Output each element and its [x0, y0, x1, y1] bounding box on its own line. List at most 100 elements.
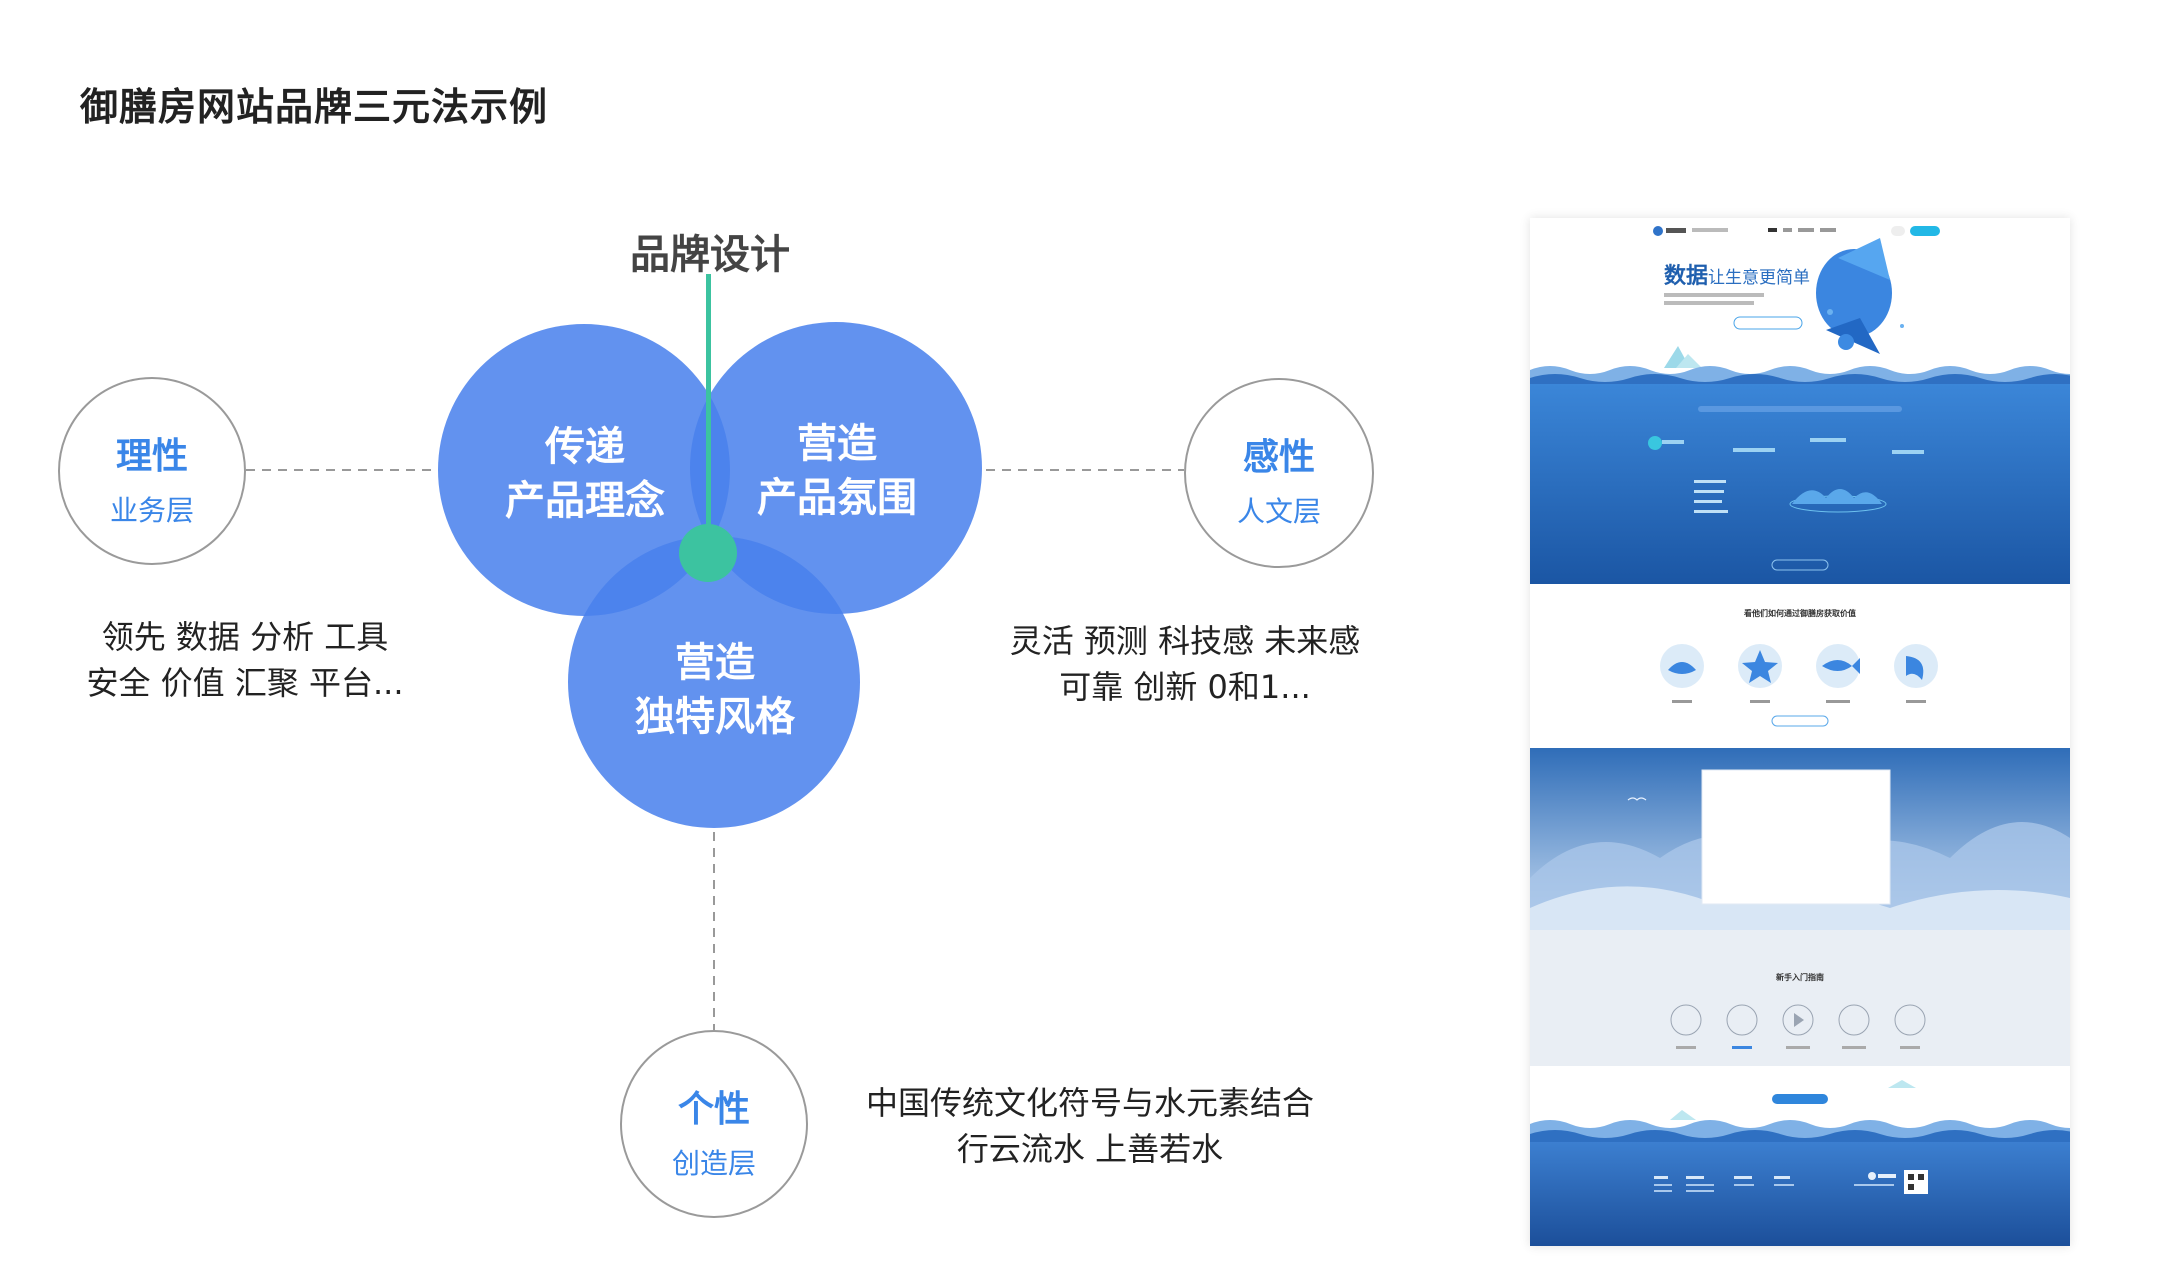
rational-desc-line1: 领先 数据 分析 工具 — [101, 618, 389, 656]
mock-hero-button — [1733, 316, 1803, 330]
mock-footer-col — [1654, 1184, 1672, 1186]
circle-style-line1: 营造 — [675, 640, 755, 686]
mock-feature-label — [1698, 406, 1902, 412]
mock-hero-desc — [1664, 293, 1764, 297]
mock-footer-col — [1774, 1184, 1794, 1186]
circle-text-atmosphere: 营造 产品氛围 — [722, 417, 952, 525]
brand-design-label: 品牌设计 — [630, 232, 790, 278]
mock-case-label — [1750, 700, 1770, 703]
mock-guide-play-icon — [1794, 1013, 1804, 1027]
rational-title: 理性 — [115, 436, 188, 477]
circle-style-line2: 独特风格 — [635, 694, 795, 740]
mock-footer — [1530, 1142, 2070, 1246]
individual-desc: 中国传统文化符号与水元素结合 行云流水 上善若水 — [840, 1080, 1340, 1172]
mock-case-starfish-shape — [1742, 650, 1778, 683]
mock-feature-button — [1771, 559, 1829, 571]
mock-guide-icon — [1838, 1004, 1870, 1036]
mock-footer-logo-text — [1878, 1174, 1896, 1178]
mock-case-label — [1826, 700, 1850, 703]
website-mockup: 数据让生意更简单 看他们如何通过御膳房获取价值 新手入门指南 — [1530, 218, 2070, 1246]
emotional-subtitle: 人文层 — [1236, 495, 1321, 528]
rational-desc: 领先 数据 分析 工具 安全 价值 汇聚 平台... — [40, 614, 450, 706]
emotional-desc-line2: 可靠 创新 0和1... — [1059, 668, 1311, 706]
mock-footer-qrcode — [1904, 1170, 1928, 1194]
mock-dolphin-fin — [1838, 238, 1890, 280]
mock-guide-icon — [1726, 1004, 1758, 1036]
individual-ring: 个性 创造层 — [620, 1030, 808, 1218]
individual-title: 个性 — [677, 1089, 750, 1130]
mock-video-frame — [1702, 770, 1890, 904]
rational-ring: 理性 业务层 — [58, 377, 246, 565]
mock-case-button — [1771, 715, 1829, 727]
mock-feature-peaks — [1792, 489, 1882, 504]
circle-concept-line2: 产品理念 — [505, 478, 665, 524]
mock-case-dolphin-shape — [1906, 656, 1924, 680]
mock-bird-icon — [1627, 797, 1647, 801]
emotional-desc: 灵活 预测 科技感 未来感 可靠 创新 0和1... — [990, 618, 1380, 710]
mock-footer-cta — [1772, 1094, 1828, 1104]
mockup-graphic — [1530, 226, 2070, 1246]
mock-feature-node-label — [1892, 450, 1924, 454]
mock-hero-title-highlight: 数据 — [1664, 263, 1709, 288]
mock-login-button — [1891, 226, 1905, 236]
individual-desc-line1: 中国传统文化符号与水元素结合 — [865, 1084, 1314, 1122]
mock-guide-icon — [1782, 1004, 1814, 1036]
mock-logo-icon — [1653, 226, 1663, 236]
page-title: 御膳房网站品牌三元法示例 — [80, 85, 549, 129]
mock-bubble — [1827, 309, 1833, 315]
mock-feature-list — [1694, 510, 1728, 513]
individual-subtitle: 创造层 — [671, 1147, 756, 1180]
emotional-title: 感性 — [1242, 437, 1315, 478]
mock-footer-col — [1686, 1176, 1704, 1179]
mock-video-hill — [1530, 886, 2070, 930]
mock-bubble — [1900, 324, 1904, 328]
mock-logo-text — [1666, 228, 1686, 233]
mock-nav-item — [1798, 228, 1814, 232]
mock-guide-title: 新手入门指南 — [1776, 973, 1824, 982]
rational-desc-line2: 安全 价值 汇聚 平台... — [86, 664, 404, 702]
circle-atmosphere-line2: 产品氛围 — [757, 475, 917, 521]
venn-circle-style — [568, 536, 860, 828]
circle-text-concept: 传递 产品理念 — [470, 420, 700, 528]
mock-guide-label — [1900, 1046, 1920, 1049]
mock-feature-node — [1648, 436, 1662, 450]
circle-atmosphere-line1: 营造 — [797, 421, 877, 467]
mock-nav-item — [1820, 228, 1836, 232]
circle-text-style: 营造 独特风格 — [600, 636, 830, 744]
mock-footer-col — [1774, 1176, 1790, 1179]
mock-guide-icon — [1670, 1004, 1702, 1036]
mock-nav-item — [1783, 228, 1792, 232]
mock-feature-list — [1694, 490, 1724, 493]
mock-mountain — [1676, 354, 1702, 368]
brand-connector-line — [706, 274, 711, 554]
mock-hero-desc — [1664, 301, 1754, 305]
mock-footer-mountain — [1888, 1080, 1916, 1088]
mock-video-frame-shade — [1701, 769, 1891, 905]
circle-concept-line1: 传递 — [545, 424, 625, 470]
mock-feature-node-label — [1810, 438, 1846, 442]
mock-case-fish-shape — [1822, 658, 1860, 674]
mock-feature-section — [1530, 384, 2070, 584]
mock-case-label — [1906, 700, 1926, 703]
mock-footer-contact — [1854, 1184, 1894, 1186]
mock-guide-label — [1732, 1046, 1752, 1049]
mock-case-title: 看他们如何通过御膳房获取价值 — [1744, 609, 1856, 618]
mock-guide-icon — [1894, 1004, 1926, 1036]
mock-case-label — [1672, 700, 1692, 703]
mock-dolphin-tail — [1826, 318, 1880, 354]
mock-footer-qrcode-pattern — [1908, 1184, 1914, 1190]
mock-feature-node-label — [1733, 448, 1775, 452]
mock-guide-section — [1530, 930, 2070, 1066]
brand-center-node — [679, 524, 737, 582]
mock-footer-col — [1686, 1184, 1714, 1186]
mock-footer-col — [1686, 1190, 1714, 1192]
mock-logo-slogan — [1692, 228, 1728, 232]
mock-nav-item — [1768, 228, 1777, 232]
mock-footer-col — [1734, 1176, 1752, 1179]
mock-case-whale-shape — [1668, 662, 1696, 674]
emotional-desc-line1: 灵活 预测 科技感 未来感 — [1009, 622, 1361, 660]
rational-subtitle: 业务层 — [109, 494, 194, 527]
mock-feature-list — [1694, 500, 1722, 503]
mock-footer-mountain — [1670, 1110, 1696, 1120]
